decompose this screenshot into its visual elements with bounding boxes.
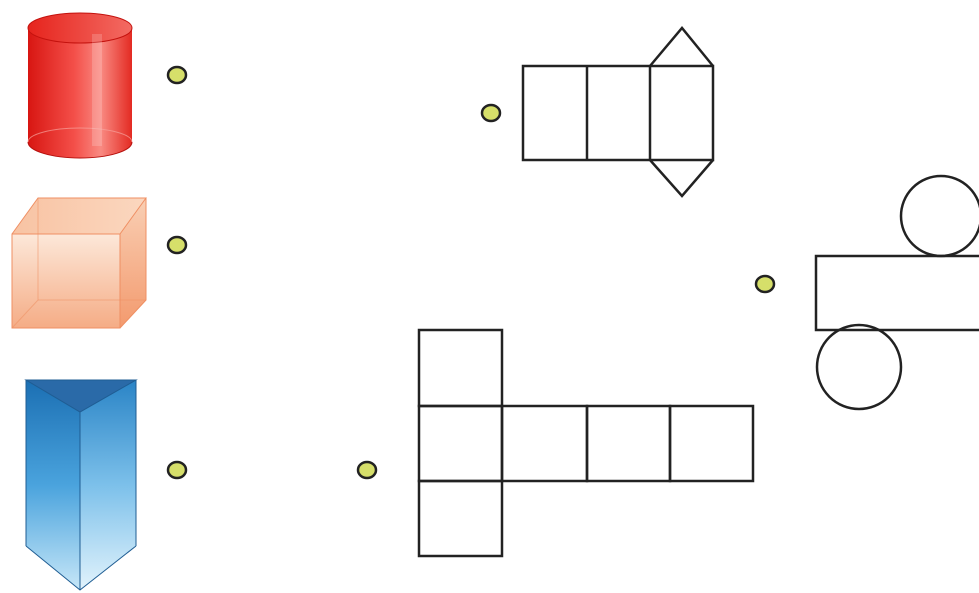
cylinder-net-icon bbox=[816, 176, 979, 409]
triangular-prism-net-match-dot[interactable] bbox=[482, 105, 500, 121]
cube-net-match-dot[interactable] bbox=[358, 462, 376, 478]
cube-net-icon bbox=[419, 330, 753, 556]
triangular-prism-net-icon bbox=[523, 28, 713, 196]
triangular-prism-icon bbox=[26, 380, 136, 590]
cylinder-match-dot[interactable] bbox=[168, 67, 186, 83]
triangular-prism-match-dot[interactable] bbox=[168, 462, 186, 478]
cylinder-net-match-dot[interactable] bbox=[756, 276, 774, 292]
cylinder-icon bbox=[28, 13, 132, 158]
cube-match-dot[interactable] bbox=[168, 237, 186, 253]
cube-icon bbox=[12, 198, 146, 328]
